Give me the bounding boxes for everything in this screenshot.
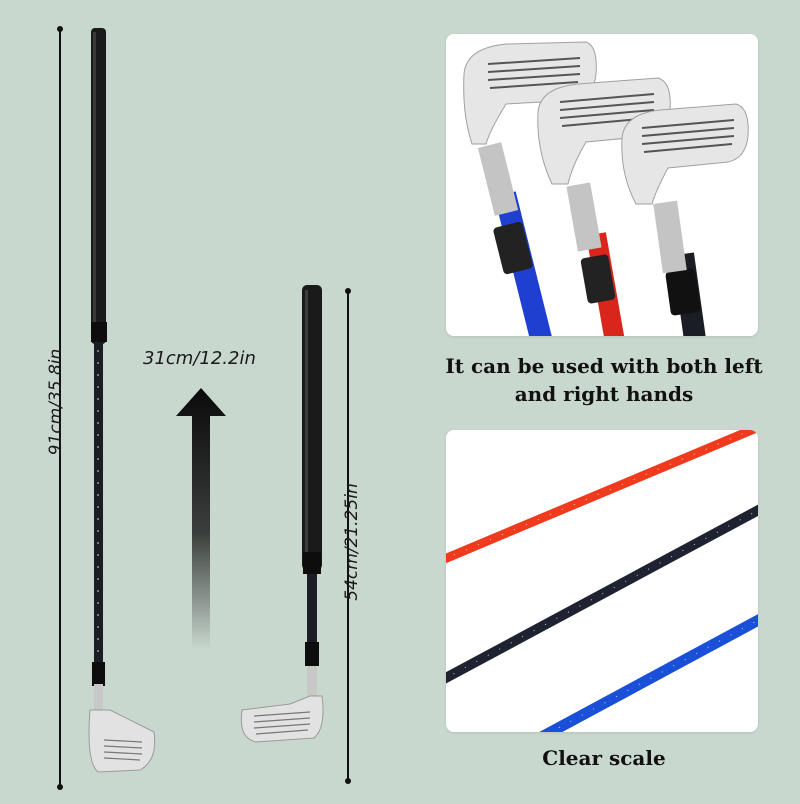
red-shaft-scale <box>446 430 758 564</box>
club-heads-photo <box>446 34 758 336</box>
short-club-dimension <box>338 288 358 784</box>
red-club-head <box>537 77 671 336</box>
black-club-head <box>621 103 749 336</box>
navy-shaft-scale <box>446 504 758 684</box>
extension-arrow <box>166 380 236 660</box>
long-golf-club <box>80 20 160 800</box>
shaft-scale-photo <box>446 430 758 732</box>
blue-club-head <box>463 41 597 336</box>
long-club-length-label: 91cm/35.8in <box>46 348 66 456</box>
left-panel: 91cm/35.8in <box>46 20 362 800</box>
blue-shaft-scale <box>539 614 758 732</box>
short-golf-club <box>230 280 330 800</box>
clear-scale-caption: Clear scale <box>542 746 666 770</box>
ambidextrous-caption: It can be used with both left and right … <box>445 354 763 406</box>
extension-length-label: 31cm/12.2in <box>143 348 256 369</box>
short-club-length-label: 54cm/21.25in <box>342 483 362 601</box>
long-club-dimension <box>50 26 70 790</box>
